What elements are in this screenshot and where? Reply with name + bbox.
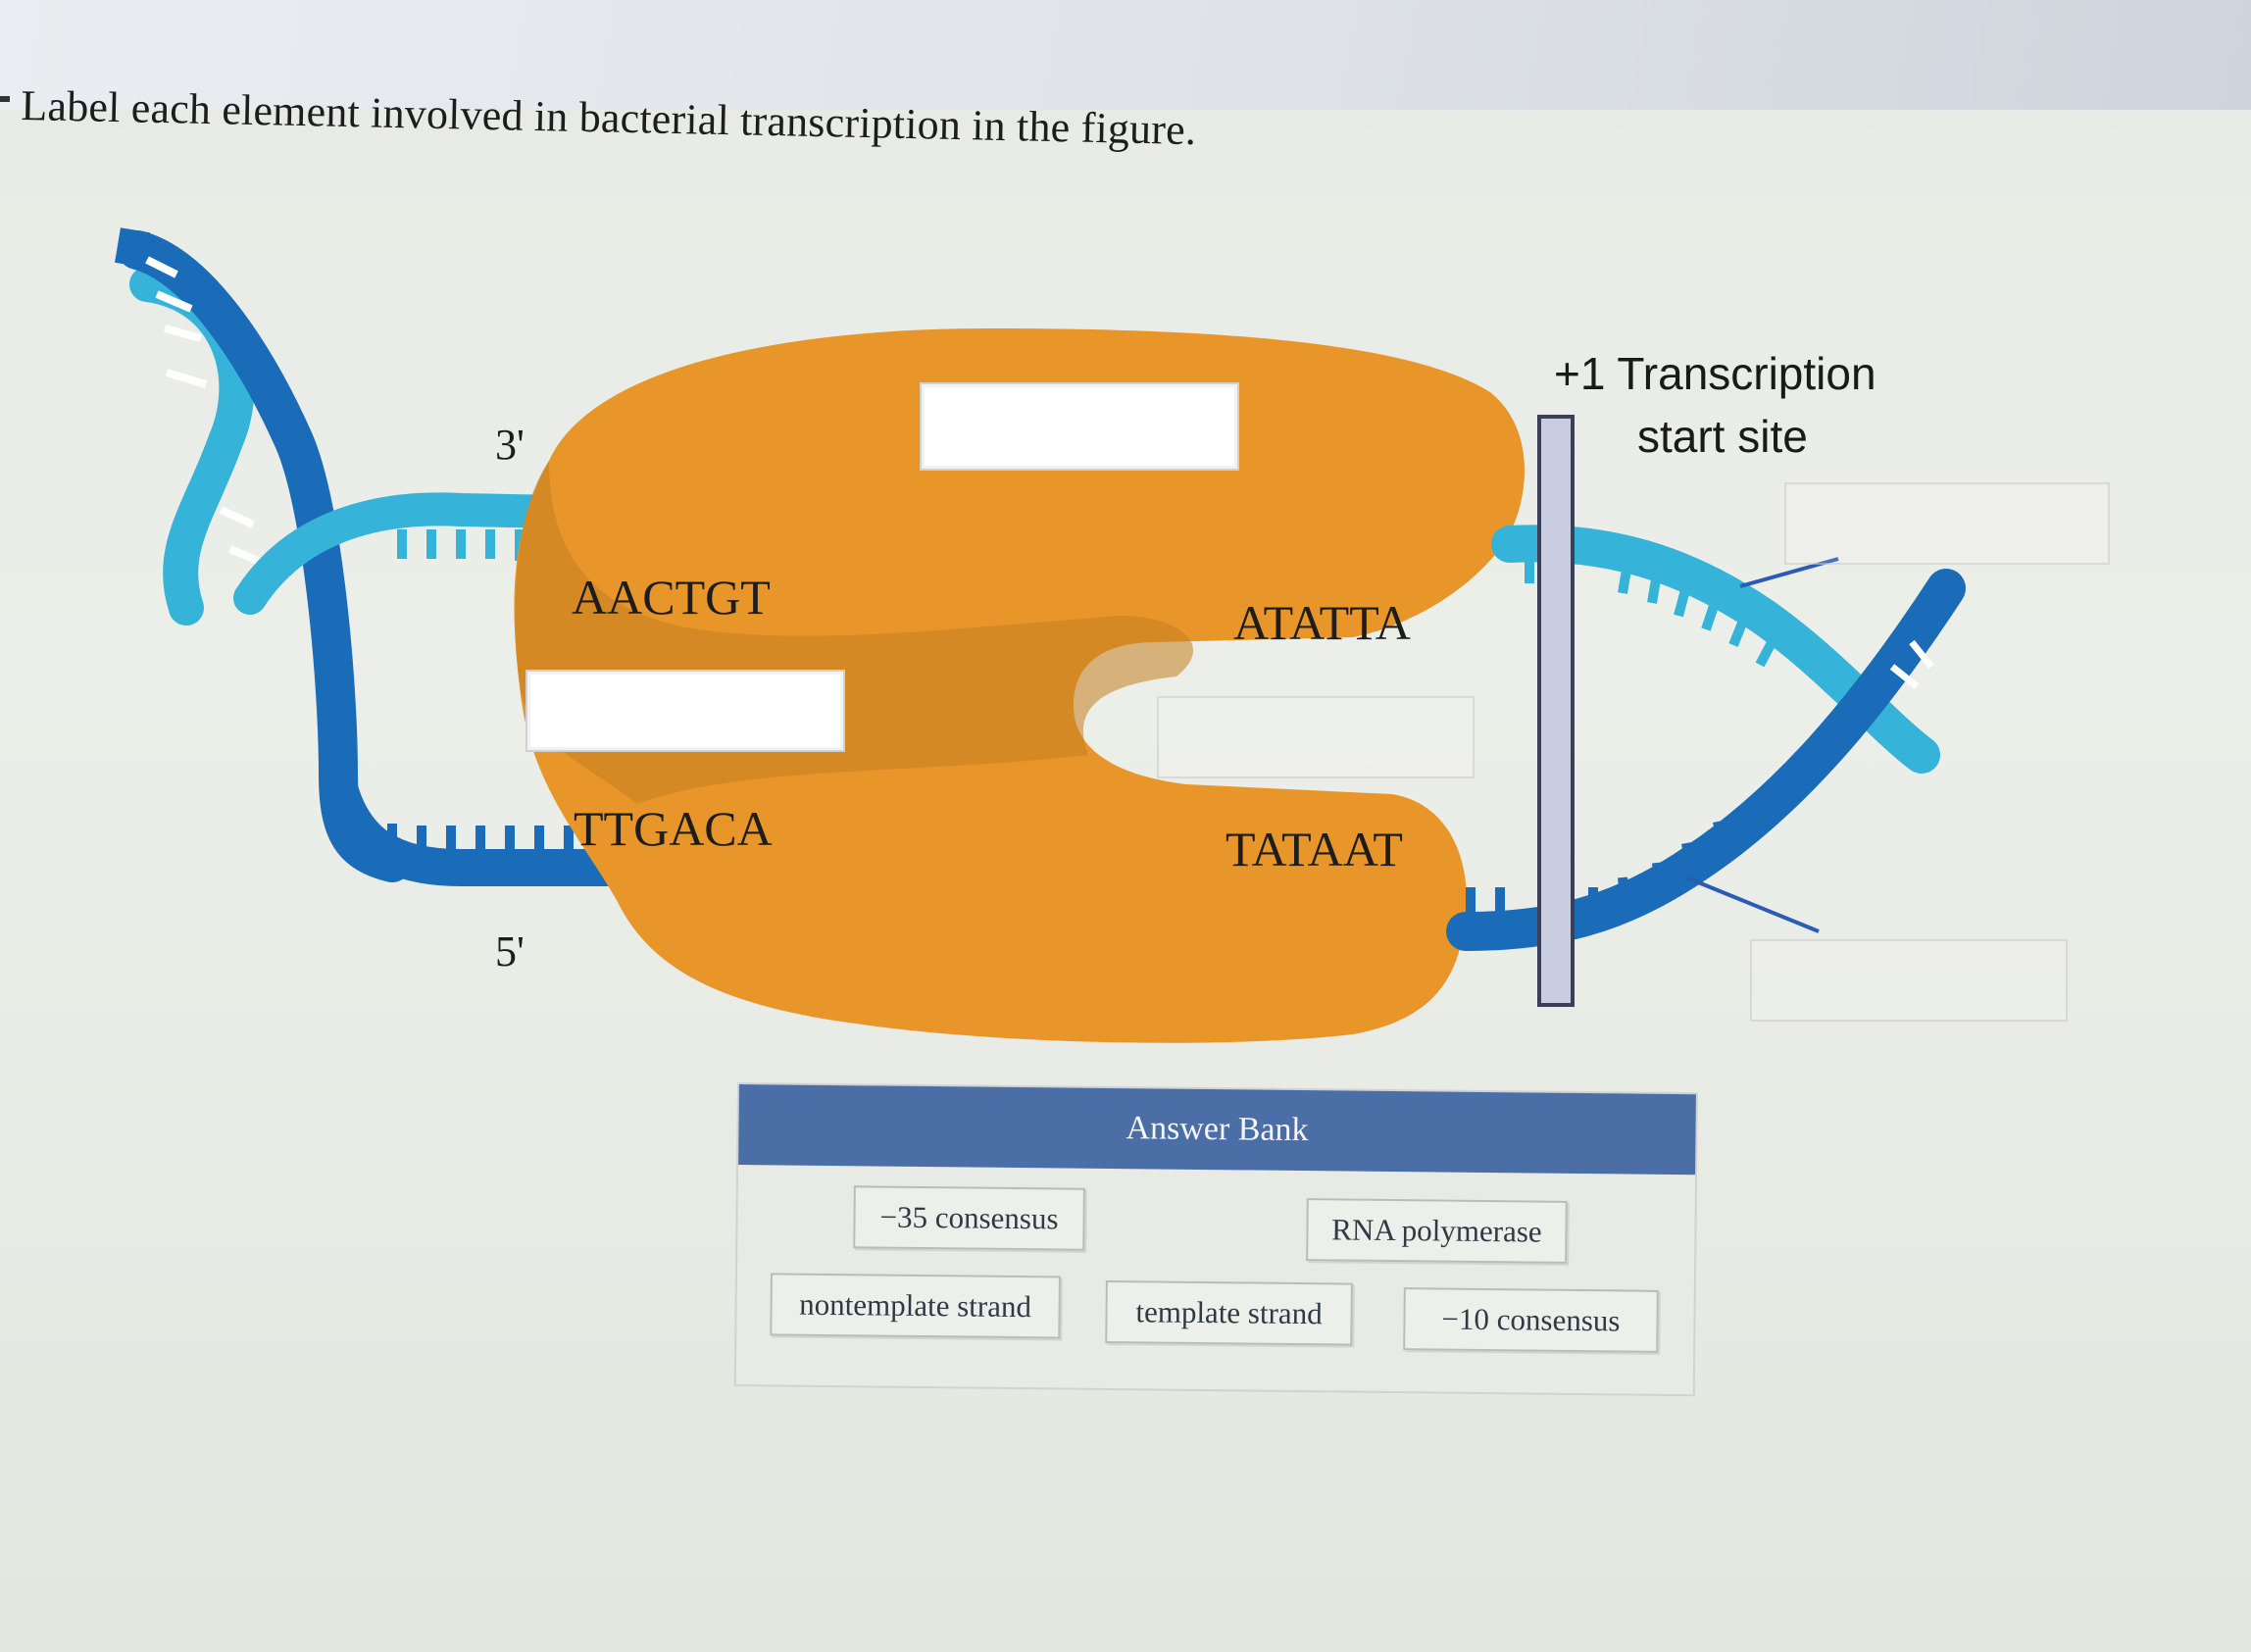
answer-chip-template-strand[interactable]: template strand	[1105, 1279, 1353, 1346]
template-strand-top-end	[115, 227, 150, 268]
question-bullet	[0, 96, 10, 102]
label-3prime: 3'	[495, 421, 525, 469]
drop-target-polymerase[interactable]	[920, 382, 1239, 471]
sequence-aactgt: AACTGT	[572, 570, 771, 625]
answer-chip-35-consensus[interactable]: −35 consensus	[853, 1185, 1085, 1251]
answer-chip-rna-polymerase[interactable]: RNA polymerase	[1306, 1198, 1568, 1264]
top-bar	[0, 0, 2251, 110]
sequence-atatta: ATATTA	[1233, 595, 1411, 650]
drop-target-right-top[interactable]	[1784, 482, 2110, 565]
drop-target-left-middle[interactable]	[525, 670, 845, 752]
sequence-tataat: TATAAT	[1226, 822, 1403, 876]
answer-chip-nontemplate-strand[interactable]: nontemplate strand	[770, 1273, 1061, 1339]
answer-chip-10-consensus[interactable]: −10 consensus	[1403, 1287, 1659, 1353]
nontemplate-strand-downstream	[1491, 525, 1940, 774]
label-5prime: 5'	[495, 927, 525, 976]
template-downstream-teeth	[1466, 821, 1728, 917]
start-site-bar	[1537, 415, 1575, 1007]
leader-line-bottom	[1685, 876, 1820, 933]
start-site-label-line2: start site	[1637, 411, 1808, 462]
drop-target-center[interactable]	[1157, 696, 1475, 778]
drop-target-right-bottom[interactable]	[1750, 939, 2068, 1022]
start-site-label-line1: +1 Transcription	[1554, 348, 1876, 399]
template-strand-upstream	[320, 766, 823, 886]
answer-bank-title: Answer Bank	[738, 1084, 1696, 1176]
answer-bank: Answer Bank −35 consensus RNA polymerase…	[733, 1082, 1698, 1397]
sequence-ttgaca: TTGACA	[574, 801, 773, 856]
right-helix-rungs	[1889, 639, 1934, 689]
